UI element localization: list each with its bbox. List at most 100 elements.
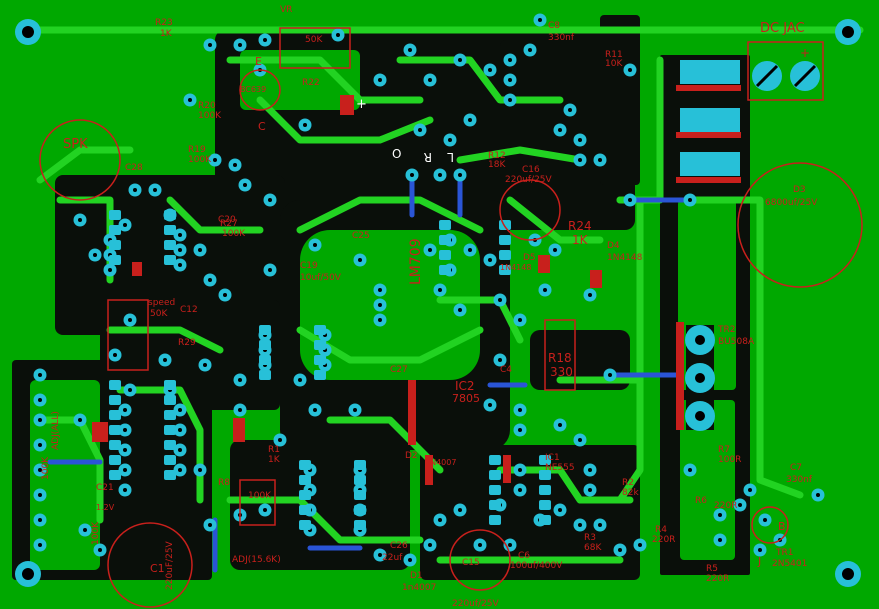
label-r20: R20 bbox=[198, 101, 216, 111]
label-r19-value: 100K bbox=[188, 155, 212, 165]
label-r-upside: R bbox=[424, 150, 432, 164]
label-r4-value: 220R bbox=[652, 535, 675, 545]
label-r23: R23 bbox=[155, 18, 173, 28]
pad-hole bbox=[458, 308, 462, 312]
label-r8: R8 bbox=[218, 478, 230, 488]
label-q-b: B bbox=[778, 520, 786, 533]
label-r3: R3 bbox=[584, 533, 596, 543]
pad-hole bbox=[558, 423, 562, 427]
label-c6-value: 100uf/400V bbox=[510, 561, 563, 571]
label-tr1-value: 2N5401 bbox=[772, 559, 807, 569]
pad-hole bbox=[238, 408, 242, 412]
label-plus-marker: + bbox=[356, 97, 367, 112]
ic-pin bbox=[164, 210, 176, 220]
pad-hole bbox=[498, 298, 502, 302]
label-c15: C15 bbox=[462, 558, 480, 568]
label-c1-value: 220uF/25V bbox=[165, 540, 175, 590]
pad-hole bbox=[313, 243, 317, 247]
pad-hole bbox=[508, 58, 512, 62]
pad-hole bbox=[208, 278, 212, 282]
pad-hole bbox=[38, 543, 42, 547]
ic-pin bbox=[164, 240, 176, 250]
pad-hole bbox=[178, 428, 182, 432]
pad-hole bbox=[508, 98, 512, 102]
label-c7-value: 330nf bbox=[786, 475, 813, 485]
label-d1-value: 1n4007 bbox=[402, 583, 436, 593]
label-r11: R11 bbox=[605, 50, 623, 60]
label-r2: R2 bbox=[622, 478, 634, 488]
pad-hole bbox=[268, 198, 272, 202]
ic-pin bbox=[109, 255, 121, 265]
label-c6: C6 bbox=[518, 551, 530, 561]
pad-hole bbox=[578, 138, 582, 142]
pad-hole bbox=[178, 248, 182, 252]
pad-hole bbox=[558, 128, 562, 132]
silkscreen-outlines bbox=[39, 27, 863, 608]
label-tr1: TR1 bbox=[775, 548, 793, 558]
pad-hole bbox=[718, 513, 722, 517]
pad-hole bbox=[528, 48, 532, 52]
pad-hole bbox=[128, 318, 132, 322]
pad-hole bbox=[178, 448, 182, 452]
pad-hole bbox=[263, 508, 267, 512]
pad-hole bbox=[128, 388, 132, 392]
ic-pin bbox=[164, 410, 176, 420]
ic-pin bbox=[489, 500, 501, 510]
pad-hole bbox=[578, 158, 582, 162]
pad-hole bbox=[408, 48, 412, 52]
ic-pin bbox=[539, 485, 551, 495]
label-d3: D3 bbox=[793, 185, 806, 195]
pad-hole bbox=[758, 548, 762, 552]
pad-hole bbox=[353, 408, 357, 412]
pad-hole bbox=[468, 118, 472, 122]
pad-hole bbox=[628, 68, 632, 72]
pad-hole bbox=[378, 288, 382, 292]
dc-jack-terminals bbox=[752, 61, 820, 91]
pad-hole bbox=[518, 318, 522, 322]
label-r5: R5 bbox=[706, 564, 718, 574]
pad-hole bbox=[208, 523, 212, 527]
pad-hole bbox=[298, 378, 302, 382]
pad-hole bbox=[268, 268, 272, 272]
pad-hole bbox=[518, 468, 522, 472]
pad-hole bbox=[38, 373, 42, 377]
pad-hole bbox=[448, 138, 452, 142]
label-speed: speed bbox=[148, 298, 175, 308]
label-tr2-value: BU508A bbox=[718, 337, 755, 347]
pad-hole bbox=[108, 268, 112, 272]
ic-pin bbox=[499, 250, 511, 260]
ic-pin bbox=[439, 265, 451, 275]
label-d4-value: 1N4148 bbox=[607, 253, 643, 263]
label-adj-k2: 100K bbox=[91, 521, 101, 545]
pad-hole bbox=[378, 318, 382, 322]
pad-hole bbox=[238, 43, 242, 47]
pad-hole bbox=[488, 68, 492, 72]
ic-pin bbox=[164, 440, 176, 450]
ic-pin bbox=[109, 240, 121, 250]
label-r18-value: 330 bbox=[550, 365, 573, 379]
ic-pin bbox=[259, 355, 271, 365]
ic-pin bbox=[314, 370, 326, 380]
label-r3-value: 68K bbox=[584, 543, 602, 553]
label-r7: R7 bbox=[718, 445, 730, 455]
label-plus: + bbox=[800, 46, 810, 60]
pad-hole bbox=[438, 518, 442, 522]
pad-hole bbox=[538, 18, 542, 22]
pad-hole bbox=[38, 518, 42, 522]
ic-pin bbox=[354, 475, 366, 485]
ic-pin bbox=[164, 425, 176, 435]
ic-pin bbox=[439, 235, 451, 245]
ic-pin bbox=[489, 455, 501, 465]
label-ic1: IC1 bbox=[545, 453, 560, 463]
pad-hole bbox=[198, 468, 202, 472]
label-d2: D2 bbox=[405, 451, 418, 461]
label-r12-value: 18K bbox=[488, 160, 506, 170]
ic-pin bbox=[259, 325, 271, 335]
pad-hole bbox=[518, 428, 522, 432]
ic-pin bbox=[109, 395, 121, 405]
ic-pin bbox=[539, 470, 551, 480]
ic-pin bbox=[299, 520, 311, 530]
label-o: O bbox=[392, 147, 401, 161]
pad-hole bbox=[618, 548, 622, 552]
